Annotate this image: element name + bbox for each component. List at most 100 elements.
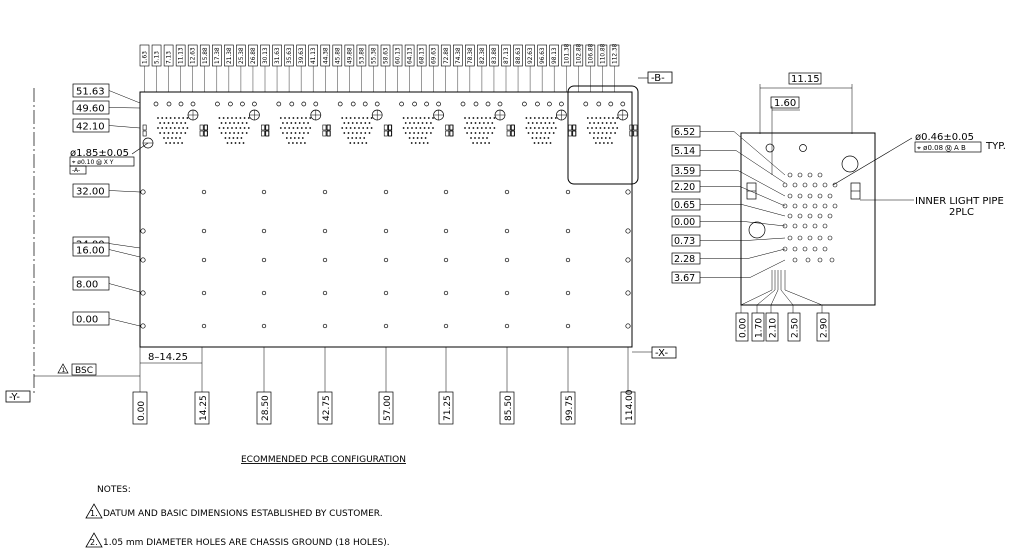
top-dimension-label: 112.38 xyxy=(612,43,618,64)
port-signal-pin xyxy=(603,117,606,119)
port-signal-pin xyxy=(415,127,418,129)
port-light-pipe xyxy=(199,130,204,137)
port-signal-pin xyxy=(424,137,427,139)
chassis-ground-hole xyxy=(625,189,631,195)
left-dimension-label: 0.00 xyxy=(76,315,98,326)
port-signal-pin xyxy=(541,142,544,144)
port-signal-pin xyxy=(599,127,602,129)
light-pipe-label: INNER LIGHT PIPE xyxy=(915,196,1004,207)
port-light-pipe xyxy=(506,130,511,137)
left-leader-line xyxy=(108,283,141,293)
port-signal-pin xyxy=(488,142,490,144)
port-signal-pin xyxy=(182,117,185,119)
detail-left-dimension-label: 5.14 xyxy=(674,146,695,157)
port-signal-pin xyxy=(480,127,483,129)
port-signal-pin xyxy=(531,132,534,134)
detail-signal-pin xyxy=(792,182,798,188)
chassis-ground-hole xyxy=(140,290,146,296)
detail-signal-pin xyxy=(822,182,828,188)
top-dimension-label: 49.88 xyxy=(347,47,353,64)
port-signal-pin xyxy=(357,142,360,144)
detail-bottom-dimension-label: 2.50 xyxy=(791,318,801,338)
left-dimension-label: 51.63 xyxy=(76,87,105,98)
top-dimension-label: 83.88 xyxy=(492,47,498,64)
top-dimension-label: 12.63 xyxy=(191,47,197,64)
chassis-ground-hole xyxy=(140,257,146,263)
chassis-ground-hole xyxy=(565,189,571,195)
port-signal-pin xyxy=(478,137,480,139)
port-signal-pin xyxy=(355,137,358,139)
port-signal-pin xyxy=(363,137,366,139)
port-signal-pin xyxy=(549,142,552,144)
port-signal-pin xyxy=(231,117,233,119)
port-signal-pin xyxy=(238,142,241,144)
note-2-triangle xyxy=(85,532,103,548)
top-dimension-label: 110.88 xyxy=(600,43,606,64)
port-signal-pin xyxy=(485,127,487,129)
detail-signal-pin xyxy=(827,193,833,199)
chassis-ground-hole xyxy=(383,228,389,234)
port-signal-pin xyxy=(176,132,178,134)
port-signal-pin xyxy=(425,122,428,124)
detail-signal-pin xyxy=(792,257,798,263)
left-leader-line xyxy=(108,107,141,109)
bottom-dimension-box xyxy=(378,391,394,425)
port-signal-pin xyxy=(294,132,297,134)
port-signal-pin xyxy=(218,117,221,119)
port-signal-pin xyxy=(472,117,475,119)
port-signal-pin xyxy=(161,117,164,119)
detail-signal-pin xyxy=(807,235,813,241)
detail-left-leader xyxy=(700,221,786,227)
port-signal-pin xyxy=(531,137,534,139)
detail-left-dimension-label: 6.52 xyxy=(674,127,695,138)
port-signal-pin xyxy=(525,127,528,129)
port-signal-pin xyxy=(476,142,478,144)
port-signal-pin xyxy=(296,127,299,129)
chassis-ground-hole xyxy=(565,228,571,234)
port-signal-pin xyxy=(480,117,483,119)
port-signal-pin xyxy=(361,142,364,144)
port-signal-pin xyxy=(470,137,472,139)
detail-bottom-dimension-label: 1.70 xyxy=(755,318,765,338)
detail-signal-pin xyxy=(822,223,828,229)
bsc-label: BSC xyxy=(75,366,93,376)
top-dimension-label: 101.38 xyxy=(564,43,570,64)
port-signal-pin xyxy=(616,127,619,129)
pin-callout-frame: ⌖ ø0.08 Ⓜ A B xyxy=(917,144,966,152)
port-signal-pin xyxy=(171,122,174,124)
port-signal-pin xyxy=(607,117,610,119)
port-signal-pin xyxy=(165,142,168,144)
detail-bottom-dimension-box xyxy=(787,312,801,342)
detail-signal-pin xyxy=(812,246,818,252)
port-signal-pin xyxy=(359,137,362,139)
detail-signal-pin xyxy=(812,203,818,209)
port-signal-pin xyxy=(406,117,409,119)
port-signal-pin xyxy=(279,117,282,119)
port-signal-pin xyxy=(300,127,303,129)
port-top-hole xyxy=(252,101,257,107)
detail-bottom-dimension-label: 0.00 xyxy=(739,318,749,338)
detail-left-leader xyxy=(700,204,786,217)
detail-signal-pin xyxy=(787,235,793,241)
port-signal-pin xyxy=(489,117,492,119)
detail-bottom-dimension-label: 2.90 xyxy=(820,318,830,338)
port-light-pipe xyxy=(511,130,515,137)
port-signal-pin xyxy=(347,137,350,139)
port-signal-pin xyxy=(356,132,358,134)
detail-signal-pin xyxy=(822,203,828,209)
top-dimension-label: 55.38 xyxy=(371,47,377,64)
detail-bottom-leader xyxy=(784,270,823,313)
port-signal-pin xyxy=(544,122,547,124)
detail-left-leader xyxy=(700,259,786,278)
port-signal-pin xyxy=(247,117,250,119)
port-signal-pin xyxy=(370,117,373,119)
port-signal-pin xyxy=(478,132,481,134)
port-signal-pin xyxy=(341,127,344,129)
detail-signal-pin xyxy=(802,203,808,209)
detail-signal-pin xyxy=(797,235,803,241)
port-signal-pin xyxy=(243,117,246,119)
port-signal-pin xyxy=(603,127,606,129)
port-signal-pin xyxy=(548,132,551,134)
detail-signal-pin xyxy=(802,246,808,252)
